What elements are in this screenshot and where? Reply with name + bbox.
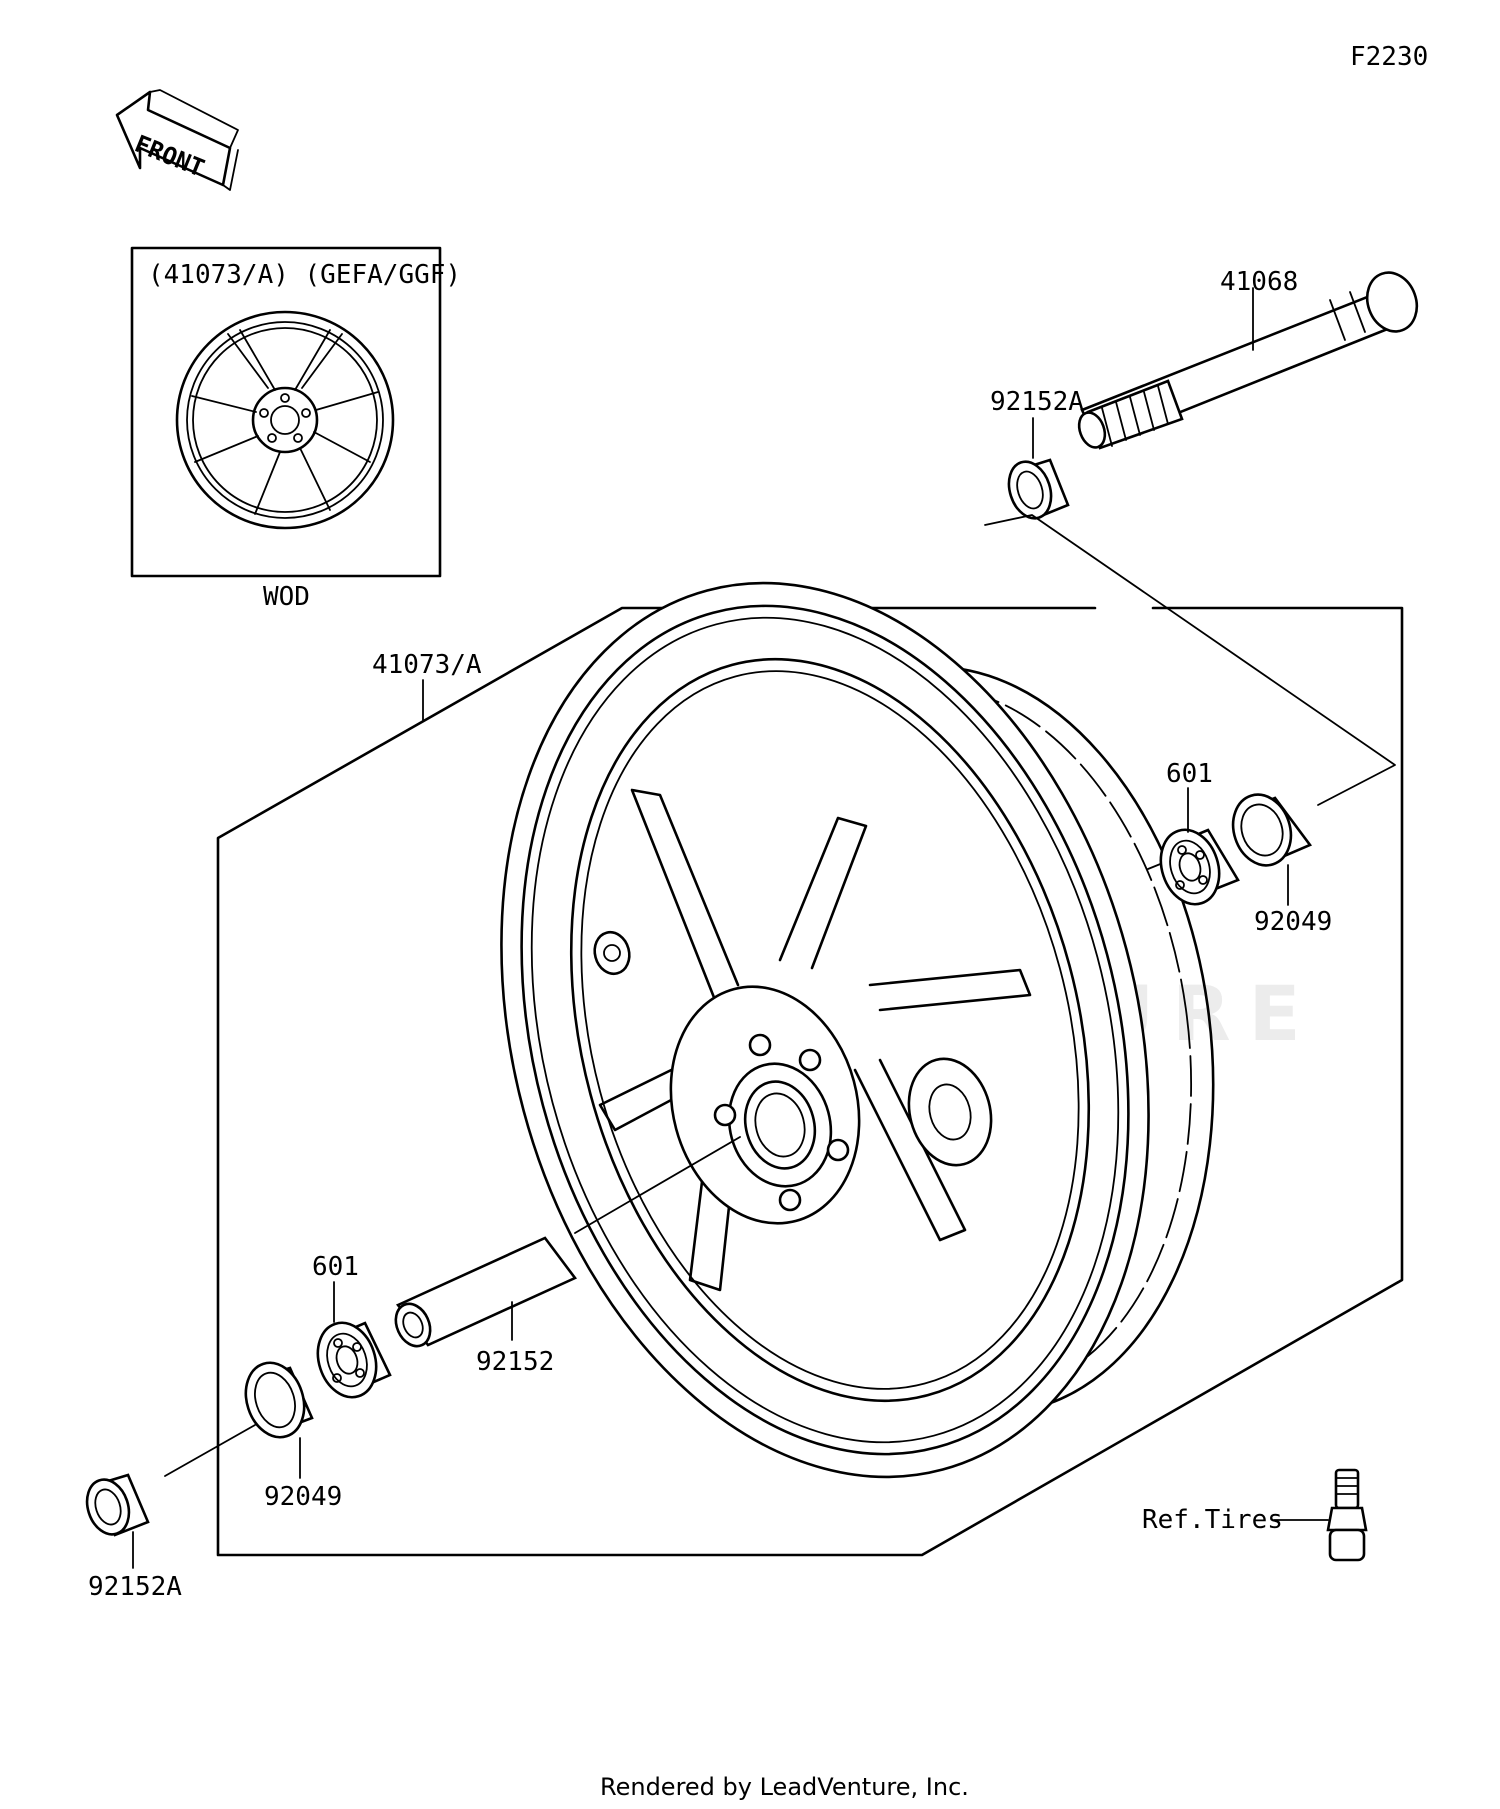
front-arrow-icon: FRONT — [115, 89, 239, 191]
label-collar-bottom: 92152A — [88, 1572, 182, 1602]
footer-credit: Rendered by LeadVenture, Inc. — [600, 1773, 969, 1801]
axis-line-left-2 — [574, 1136, 741, 1234]
spacer-92152 — [394, 1236, 578, 1348]
diagram-code: F2230 — [1350, 42, 1428, 72]
inset-caption: WOD — [263, 582, 310, 612]
seal-left-92049 — [244, 1361, 314, 1439]
label-collar-top: 92152A — [990, 387, 1084, 417]
label-seal-right: 92049 — [1254, 907, 1332, 937]
collar-bottom-92152A — [85, 1473, 150, 1537]
label-seal-left: 92049 — [264, 1482, 342, 1512]
assembly-boundary — [216, 606, 1404, 1557]
front-arrow-label: FRONT — [131, 130, 208, 183]
label-axle: 41068 — [1220, 267, 1298, 297]
label-bearing-left: 601 — [312, 1252, 359, 1282]
wheel-drawing — [500, 581, 1215, 1479]
axis-line-left-1 — [164, 1424, 256, 1477]
inset-wheel-drawing — [175, 310, 395, 530]
inset-header: (41073/A) (GEFA/GGF) — [148, 260, 461, 290]
axis-line-right — [984, 514, 1396, 806]
label-bearing-right: 601 — [1166, 759, 1213, 789]
collar-top-92152A — [1007, 458, 1070, 520]
label-wheel: 41073/A — [372, 650, 482, 680]
label-valve-ref: Ref.Tires — [1142, 1505, 1283, 1535]
seal-right-92049 — [1231, 793, 1313, 867]
valve-stem-icon — [1326, 1468, 1368, 1562]
bearing-right-601 — [1159, 828, 1240, 906]
inset-variant-box: (41073/A) (GEFA/GGF) WOD — [130, 246, 461, 612]
hub-bolt-holes — [713, 1033, 850, 1212]
bearing-left-601 — [316, 1321, 392, 1399]
axle-41068 — [1077, 271, 1419, 450]
label-spacer: 92152 — [476, 1347, 554, 1377]
